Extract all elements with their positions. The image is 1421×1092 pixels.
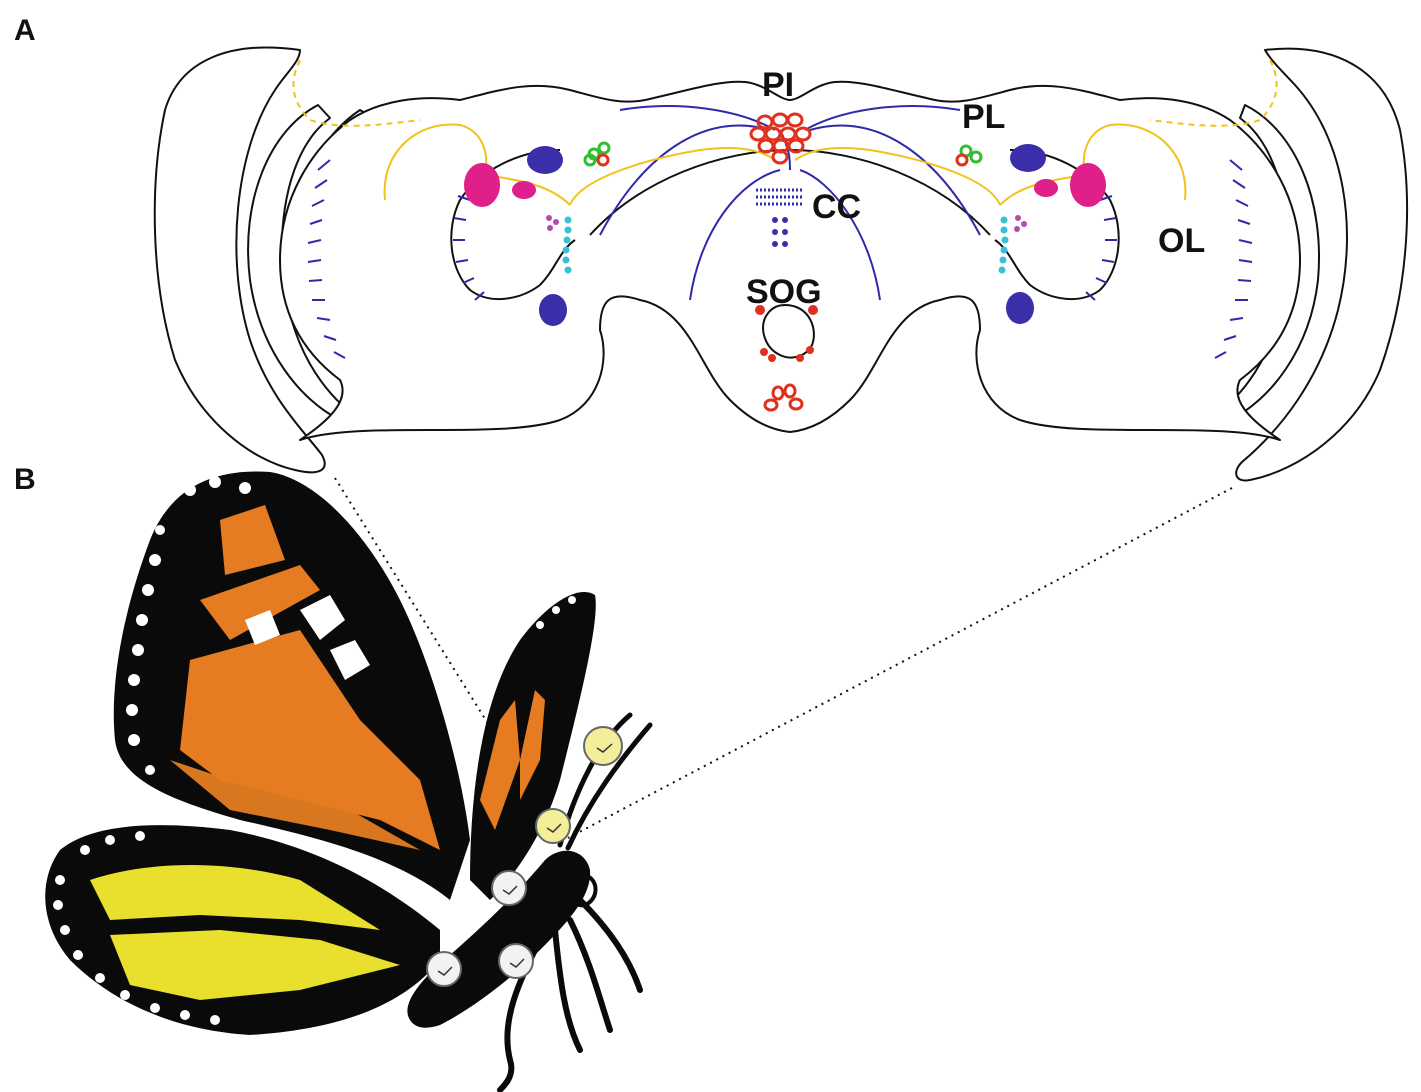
clock-icon — [535, 808, 571, 844]
sog-foramen — [762, 304, 815, 359]
left-optic-fibers — [307, 159, 485, 359]
label-cc: CC — [812, 188, 861, 226]
sog-cells — [755, 305, 818, 362]
wing-edge-spots — [53, 476, 576, 1025]
label-sog: SOG — [746, 273, 822, 311]
forewing-orange-lower — [170, 760, 420, 850]
pl-cell-cluster-right — [955, 144, 983, 167]
panel-b-butterfly — [45, 471, 653, 1092]
label-pl: PL — [962, 98, 1005, 136]
clock-icon — [491, 870, 527, 906]
pi-cell-cluster — [749, 112, 812, 165]
panel-label-b: B — [14, 463, 36, 496]
blue-neurite-tracts — [599, 105, 981, 301]
right-outer-crescent — [1235, 47, 1409, 482]
magenta-cell-clusters — [464, 163, 1106, 207]
clock-icon — [426, 951, 462, 987]
lower-red-rings — [763, 383, 804, 412]
label-ol: OL — [1158, 222, 1205, 260]
right-optic-fibers — [1085, 159, 1253, 359]
hindwing-yellow-2 — [110, 930, 400, 1000]
left-outer-crescent — [153, 46, 326, 474]
central-complex-bars — [756, 188, 804, 206]
zoom-projection-lines — [334, 477, 1233, 839]
panel-label-a: A — [14, 14, 36, 47]
clock-icon — [583, 726, 623, 766]
panel-a-brain-diagram: PI PL CC OL SOG — [153, 46, 1409, 482]
violet-cell-clusters — [546, 215, 1027, 232]
forewing-orange-upper — [220, 505, 285, 575]
pl-cell-cluster-left — [583, 141, 611, 167]
butterfly-proboscis — [571, 873, 598, 908]
forewing-orange-main — [180, 630, 440, 850]
hindwing-right-orange — [480, 700, 520, 830]
cyan-cell-chains — [562, 216, 1009, 274]
forewing-orange-mid — [200, 565, 320, 640]
yellow-tracts — [292, 59, 1278, 206]
purple-cell-clusters — [527, 144, 1046, 326]
clock-icon — [498, 943, 534, 979]
label-pi: PI — [762, 66, 794, 104]
hindwing-right-orange-2 — [520, 690, 545, 800]
hindwing-yellow-1 — [90, 865, 380, 930]
